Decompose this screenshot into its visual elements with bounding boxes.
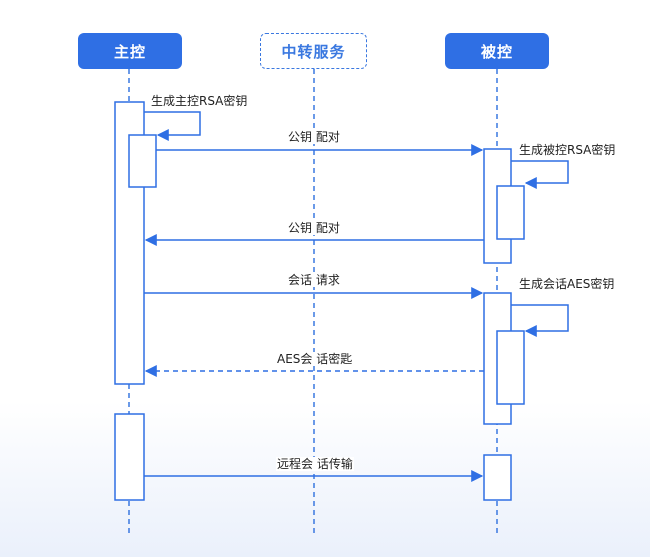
- label-remote-session-transfer: 远程会 话传输: [276, 457, 354, 471]
- activation-controller-session: [114, 413, 145, 501]
- self-arrow-controlled-rsa: [511, 160, 569, 189]
- participant-relay: 中转服务: [260, 33, 367, 69]
- label-generate-controlled-rsa: 生成被控RSA密钥: [518, 143, 617, 157]
- participant-controlled: 被控: [445, 33, 549, 69]
- label-pubkey-pair-1: 公钥 配对: [287, 130, 341, 144]
- activation-controlled-aes-nested: [496, 330, 525, 405]
- label-pubkey-pair-2: 公钥 配对: [287, 221, 341, 235]
- self-arrow-controller-rsa: [144, 111, 201, 141]
- activation-controlled-session: [483, 454, 512, 501]
- label-aes-session-key: AES会 话密匙: [276, 352, 354, 366]
- activation-controlled-rsa-nested: [496, 185, 525, 240]
- self-arrow-controlled-aes: [511, 304, 569, 337]
- label-session-request: 会话 请求: [287, 273, 341, 287]
- label-generate-controller-rsa: 生成主控RSA密钥: [150, 94, 249, 108]
- participant-controller: 主控: [78, 33, 182, 69]
- activation-controller-nested: [128, 134, 157, 188]
- label-generate-aes-key: 生成会话AES密钥: [518, 277, 616, 291]
